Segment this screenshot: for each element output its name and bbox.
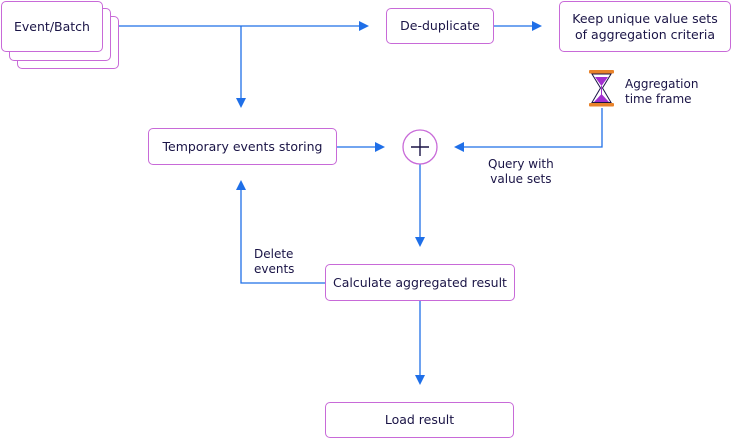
aggregation-time-frame-label: Aggregation time frame — [625, 77, 699, 106]
calculate-node: Calculate aggregated result — [325, 264, 515, 301]
query-with-value-sets-label: Query with value sets — [488, 157, 554, 186]
hourglass-icon — [589, 70, 614, 107]
event-batch-node: Event/Batch — [1, 1, 103, 52]
plus-circle-icon — [402, 129, 438, 165]
edge-timeframe-to-join — [454, 108, 603, 152]
keep-unique-node: Keep unique value sets of aggregation cr… — [559, 1, 731, 52]
edge-calculate-to-storing — [236, 180, 325, 284]
deduplicate-node: De-duplicate — [386, 8, 494, 44]
load-result-node: Load result — [325, 402, 514, 438]
temporary-storing-node: Temporary events storing — [148, 128, 337, 165]
delete-events-label: Delete events — [254, 247, 295, 276]
